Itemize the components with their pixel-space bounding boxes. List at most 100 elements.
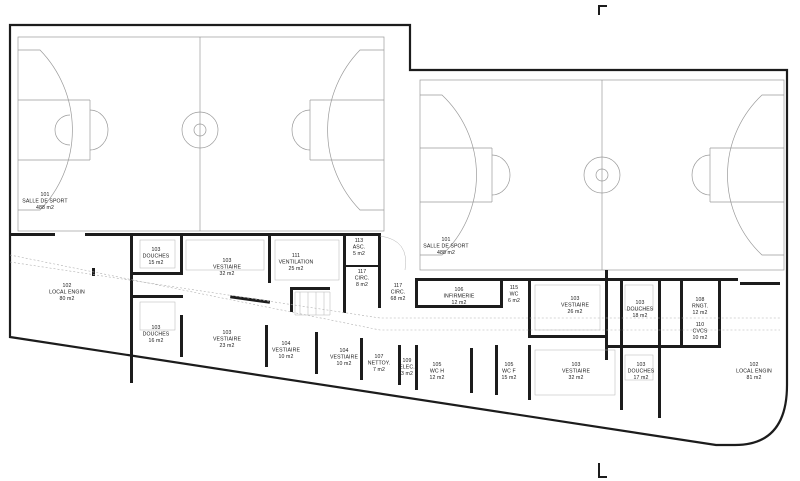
basketball-court-2	[419, 79, 785, 271]
room-name: WC F	[502, 369, 516, 375]
room-area: 18 m2	[633, 313, 648, 319]
room-area: 12 m2	[452, 300, 467, 306]
room-number: 106	[455, 287, 464, 293]
room-area: 68 m2	[391, 296, 406, 302]
room-name: ELEC.	[399, 365, 415, 371]
room-name: VESTIAIRE	[562, 369, 590, 375]
room-name: CIRC.	[355, 276, 370, 282]
room-area: 488 m2	[437, 250, 455, 256]
room-name: DOUCHES	[143, 332, 170, 338]
room-number: 103	[152, 325, 161, 331]
room-number: 101	[442, 237, 451, 243]
room-area: 8 m2	[356, 282, 368, 288]
room-area: 15 m2	[149, 260, 164, 266]
room-number: 115	[510, 285, 519, 291]
room-number: 110	[696, 322, 705, 328]
room-name: SALLE DE SPORT	[423, 244, 469, 250]
interior-walls	[10, 233, 780, 418]
basketball-court-1	[17, 36, 385, 232]
room-number: 111	[292, 253, 300, 259]
room-area: 3 m2	[401, 371, 413, 377]
room-name: DOUCHES	[143, 254, 170, 260]
room-number: 108	[696, 297, 705, 303]
room-name: WC	[510, 292, 519, 298]
room-name: VESTIAIRE	[272, 348, 300, 354]
room-area: 17 m2	[634, 375, 649, 381]
room-area: 15 m2	[502, 375, 517, 381]
room-name: INFIRMERIE	[444, 294, 475, 300]
room-number: 103	[637, 362, 646, 368]
room-area: 10 m2	[279, 354, 294, 360]
room-name: DOUCHES	[628, 369, 655, 375]
room-area: 488 m2	[36, 205, 54, 211]
room-name: DOUCHES	[627, 307, 654, 313]
room-area: 23 m2	[220, 343, 235, 349]
room-number: 117	[358, 269, 367, 275]
section-marker-top	[598, 5, 607, 15]
room-name: VESTIAIRE	[213, 337, 241, 343]
room-area: 5 m2	[353, 251, 365, 257]
room-number: 105	[505, 362, 514, 368]
room-number: 107	[375, 354, 384, 360]
building-outline	[8, 23, 789, 447]
room-name: VENTILATION	[279, 260, 314, 266]
room-area: 10 m2	[693, 335, 708, 341]
room-number: 103	[572, 362, 581, 368]
room-area: 25 m2	[289, 266, 304, 272]
room-name: CVCS	[693, 329, 708, 335]
room-number: 113	[355, 238, 364, 244]
room-area: 32 m2	[569, 375, 584, 381]
room-number: 103	[223, 258, 232, 264]
room-number: 103	[152, 247, 161, 253]
room-name: VESTIAIRE	[561, 303, 589, 309]
room-name: NETTOY.	[368, 361, 390, 367]
room-area: 6 m2	[508, 298, 520, 304]
room-name: VESTIAIRE	[330, 355, 358, 361]
room-area: 7 m2	[373, 367, 385, 373]
room-number: 104	[282, 341, 291, 347]
room-area: 10 m2	[337, 361, 352, 367]
room-name: LOCAL ENGIN	[736, 369, 772, 375]
room-name: RNGT.	[692, 304, 708, 310]
room-number: 102	[63, 283, 72, 289]
room-name: ASC.	[353, 245, 366, 251]
room-number: 101	[41, 192, 50, 198]
circulation-lines	[9, 235, 780, 396]
room-area: 12 m2	[430, 375, 445, 381]
room-area: 26 m2	[568, 309, 583, 315]
room-number: 117	[394, 283, 403, 289]
room-area: 12 m2	[693, 310, 708, 316]
room-name: CIRC.	[391, 290, 406, 296]
room-area: 16 m2	[149, 338, 164, 344]
room-number: 109	[403, 358, 412, 364]
room-name: LOCAL ENGIN	[49, 290, 85, 296]
room-area: 32 m2	[220, 271, 235, 277]
room-area: 81 m2	[747, 375, 762, 381]
section-marker-bottom	[598, 463, 607, 478]
room-number: 103	[571, 296, 580, 302]
room-number: 104	[340, 348, 349, 354]
